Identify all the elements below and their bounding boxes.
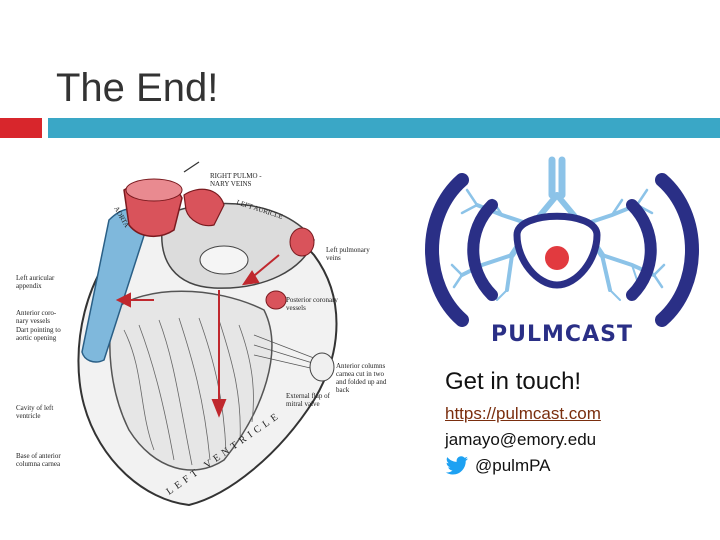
twitter-handle-row: @pulmPA (445, 453, 705, 479)
aorta (81, 208, 150, 363)
label-anterior-columns-2: carnea cut in two (336, 370, 385, 378)
contact-heading: Get in touch! (445, 368, 582, 395)
accent-bar-teal (48, 118, 720, 138)
pulmonary-veins (183, 188, 225, 227)
label-base-columns-1: Base of anterior (16, 452, 61, 460)
label-anterior-coronary-1: Anterior coro- (16, 309, 57, 317)
email-address[interactable]: jamayo@emory.edu (445, 430, 597, 449)
label-anterior-coronary-2: nary vessels (16, 317, 50, 325)
label-anterior-columns-4: back (336, 386, 350, 394)
pulmcast-logo: PULMCAST (425, 156, 699, 347)
label-posterior-coronary-2: vessels (286, 304, 306, 312)
muscle-texture (123, 317, 254, 466)
label-anterior-columns-3: and folded up and (336, 378, 387, 386)
label-dart-pointing-2: aortic opening (16, 334, 57, 342)
label-left-auricular-1: Left auricular (16, 274, 55, 282)
label-right-pulmonary-veins-2: NARY VEINS (210, 180, 252, 188)
accent-bar-red (0, 118, 42, 138)
label-cavity-1: Cavity of left (16, 404, 53, 412)
blood-flow-arrows (115, 254, 280, 418)
twitter-bird-icon (445, 456, 468, 475)
label-external-flap-1: External flap of (286, 392, 331, 400)
label-left-pulmonary-veins-2: veins (326, 254, 341, 262)
left-atrium (161, 202, 315, 289)
label-posterior-coronary-1: Posterior coronary (286, 296, 338, 304)
chordae (253, 334, 320, 371)
label-right-pulmonary-veins-1: RIGHT PULMO - (210, 172, 262, 180)
contact-block: Get in touch! https://pulmcast.com jamay… (445, 367, 705, 479)
heart-drawing (77, 161, 338, 507)
twitter-handle[interactable]: @pulmPA (475, 456, 551, 475)
website-link[interactable]: https://pulmcast.com (445, 404, 601, 423)
label-dart-pointing-1: Dart pointing to (16, 326, 61, 334)
label-cavity-2: ventricle (16, 412, 41, 420)
label-base-columns-2: columna carnea (16, 460, 61, 468)
ventricle-cavity (109, 290, 273, 471)
label-left-auricular-2: appendix (16, 282, 42, 290)
logo-wordmark: PULMCAST (491, 322, 633, 347)
label-left-pulmonary-veins-1: Left pulmonary (326, 246, 370, 254)
label-anterior-columns-1: Anterior columns (336, 362, 385, 370)
label-external-flap-2: mitral valve (286, 400, 320, 408)
red-dot-icon (545, 246, 569, 270)
heart-anatomy-illustration: RIGHT PULMO - NARY VEINS LEFT AURICLE AO… (16, 161, 387, 507)
slide-title: The End! (56, 66, 219, 110)
